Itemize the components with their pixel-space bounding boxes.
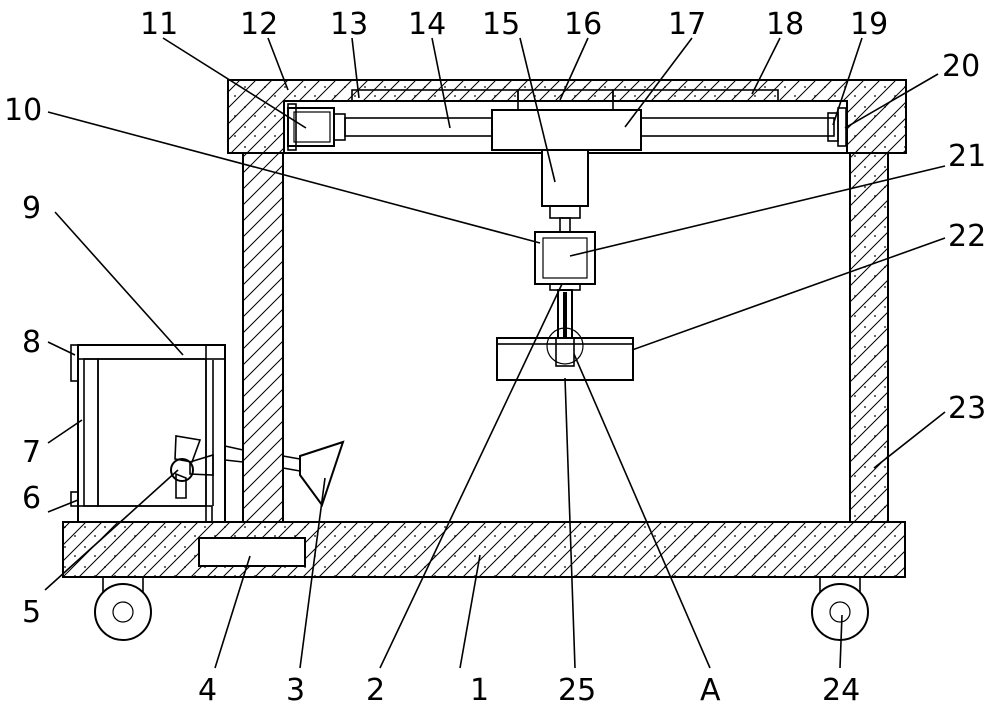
label-4: 4: [198, 673, 217, 708]
label-2: 2: [366, 673, 385, 708]
right-column: [849, 152, 889, 523]
label-11: 11: [140, 7, 178, 42]
lower-latch: [70, 491, 79, 507]
label-7: 7: [22, 435, 41, 470]
leader-lines: [44, 37, 946, 669]
upper-latch: [70, 344, 79, 382]
label-13: 13: [330, 7, 368, 42]
dust-box: [77, 344, 226, 523]
label-1: 1: [470, 673, 489, 708]
label-14: 14: [408, 7, 446, 42]
part-labels: 1 2 3 4 5 6 7 8 9 10 11 12 13 14 15 16 1…: [4, 7, 986, 708]
base-plate: [62, 521, 906, 578]
wheel-right: [811, 577, 869, 641]
label-3: 3: [286, 673, 305, 708]
label-19: 19: [850, 7, 888, 42]
rotary-motor: [534, 231, 596, 291]
slider-block: [491, 109, 642, 151]
label-8: 8: [22, 325, 41, 360]
label-16: 16: [564, 7, 602, 42]
label-5: 5: [22, 595, 41, 630]
label-12: 12: [240, 7, 278, 42]
fan: [170, 435, 214, 499]
label-10: 10: [4, 93, 42, 128]
label-20: 20: [942, 49, 980, 84]
label-9: 9: [22, 191, 41, 226]
label-6: 6: [22, 481, 41, 516]
battery-box: [198, 537, 306, 567]
label-21: 21: [948, 139, 986, 174]
label-18: 18: [766, 7, 804, 42]
label-23: 23: [948, 391, 986, 426]
label-24: 24: [822, 673, 860, 708]
drive-motor: [287, 103, 335, 151]
label-15: 15: [482, 7, 520, 42]
label-17: 17: [668, 7, 706, 42]
wheel-left: [94, 577, 152, 641]
label-25: 25: [558, 673, 596, 708]
label-A: A: [700, 673, 721, 708]
label-22: 22: [948, 219, 986, 254]
left-column: [242, 152, 284, 523]
cylinder: [541, 149, 589, 233]
